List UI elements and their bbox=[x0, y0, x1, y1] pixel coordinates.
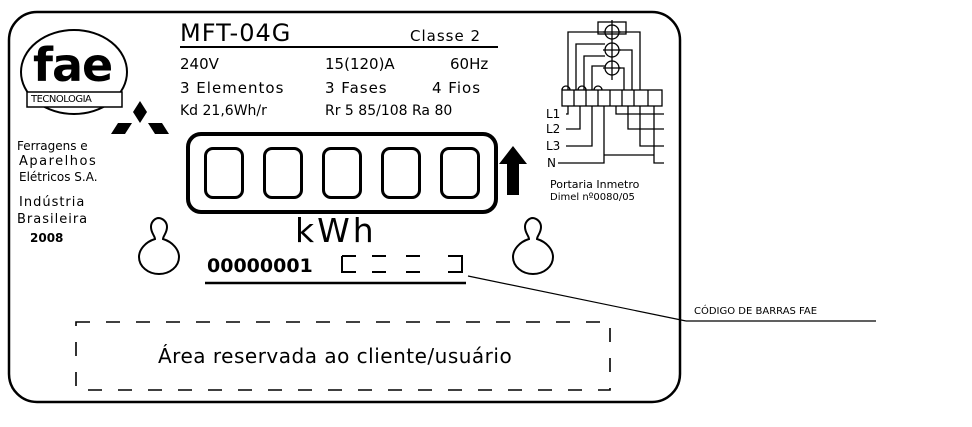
kd-label: Kd 21,6Wh/r bbox=[180, 103, 267, 119]
register-digit-1 bbox=[204, 147, 244, 199]
barcode-callout-label: CÓDIGO DE BARRAS FAE bbox=[694, 306, 818, 317]
company-line-3: Elétricos S.A. bbox=[19, 170, 98, 184]
wire-label-n: N bbox=[547, 156, 556, 170]
made-in-line-1: Indústria bbox=[19, 195, 86, 210]
company-line-1: Ferragens e bbox=[17, 139, 88, 153]
plate-outline bbox=[7, 10, 682, 404]
wiring-diagram bbox=[558, 20, 664, 164]
register-digit-4 bbox=[381, 147, 421, 199]
diamonds-emblem-icon bbox=[111, 101, 169, 134]
wire-label-l2: L2 bbox=[546, 122, 561, 136]
serial-number: 00000001 bbox=[207, 255, 313, 277]
unit-label: kWh bbox=[295, 211, 377, 250]
phases-label: 3 Fases bbox=[325, 79, 388, 97]
register-digit-5 bbox=[440, 147, 480, 199]
approval-line-2: Dimel nº0080/05 bbox=[550, 192, 635, 203]
approval-line-1: Portaria Inmetro bbox=[550, 178, 640, 191]
logo-subtitle: TECNOLOGIA bbox=[31, 94, 92, 105]
wires-label: 4 Fios bbox=[432, 79, 482, 97]
frequency-label: 60Hz bbox=[450, 55, 489, 73]
company-line-2: Aparelhos bbox=[19, 154, 98, 169]
rr-label: Rr 5 85/108 Ra 80 bbox=[325, 103, 453, 119]
made-in-line-2: Brasileira bbox=[17, 212, 89, 227]
wire-label-l3: L3 bbox=[546, 139, 561, 153]
elements-label: 3 Elementos bbox=[180, 79, 285, 97]
logo-sub-box bbox=[26, 91, 123, 108]
current-label: 15(120)A bbox=[325, 55, 395, 73]
wire-label-l1: L1 bbox=[546, 107, 561, 121]
reserved-area-box bbox=[75, 321, 611, 391]
register-window bbox=[186, 132, 498, 214]
logo-text: fae bbox=[33, 38, 113, 92]
right-keyhole-icon bbox=[511, 216, 555, 275]
register-digit-3 bbox=[322, 147, 362, 199]
model-label: MFT-04G bbox=[180, 19, 292, 47]
voltage-label: 240V bbox=[180, 55, 219, 73]
left-keyhole-icon bbox=[137, 216, 181, 275]
callout-leader bbox=[467, 275, 687, 322]
class-label: Classe 2 bbox=[410, 27, 482, 45]
register-digit-2 bbox=[263, 147, 303, 199]
year-label: 2008 bbox=[30, 231, 64, 245]
barcode-placeholder bbox=[341, 255, 463, 273]
reserved-area-label: Área reservada ao cliente/usuário bbox=[158, 344, 513, 368]
logo-oval bbox=[20, 29, 128, 115]
rotation-arrow-icon bbox=[499, 146, 527, 195]
